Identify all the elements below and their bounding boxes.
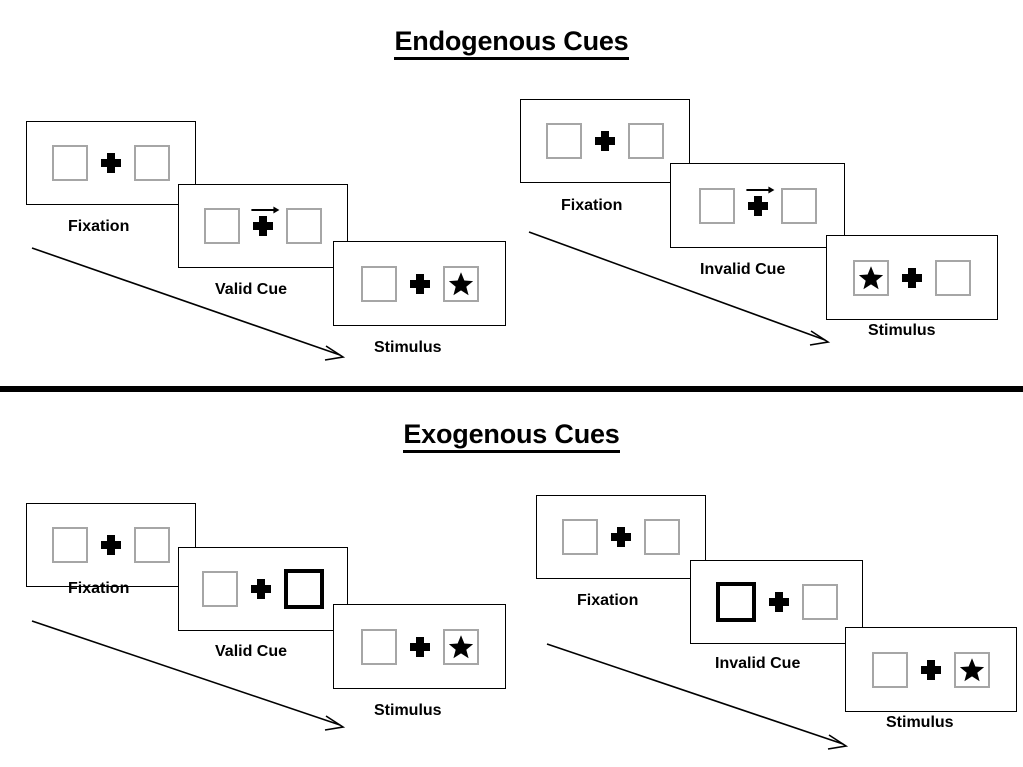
caption-endogenous-valid-fixation: Fixation [68, 218, 130, 235]
left-box [360, 265, 397, 302]
fixation-cross-wrap [908, 650, 954, 690]
exogenous-title-text: Exogenous Cues [403, 419, 620, 453]
exogenous-valid-cue-panel[interactable] [178, 547, 348, 631]
left-box [872, 651, 908, 688]
fixation-cross-icon [595, 131, 615, 151]
panel-content [204, 206, 322, 246]
fixation-cross-icon [902, 267, 922, 288]
panel-content [52, 525, 170, 565]
star-icon [858, 265, 884, 291]
exogenous-valid-flow-arrow [30, 617, 350, 737]
fixation-cross-wrap [240, 206, 286, 246]
right-box [954, 651, 990, 688]
panel-content [546, 121, 664, 161]
fixation-cross-icon [747, 195, 768, 216]
panel-content [698, 186, 817, 226]
endogenous-valid-fixation-panel[interactable] [26, 121, 196, 205]
exogenous-invalid-stimulus-panel[interactable] [845, 627, 1017, 712]
endogenous-valid-cue-panel[interactable] [178, 184, 348, 268]
fixation-cross-wrap [397, 627, 443, 667]
endogenous-invalid-stimulus-panel[interactable] [826, 235, 998, 320]
fixation-cross-icon [409, 636, 430, 657]
left-box [52, 145, 88, 181]
arrow-right-icon [745, 185, 775, 195]
panel-content [202, 569, 324, 609]
right-box [442, 265, 479, 302]
fixation-cross-wrap [598, 517, 644, 557]
fixation-cross-wrap [88, 525, 134, 565]
star-icon [448, 634, 474, 660]
fixation-cross-icon [409, 273, 430, 294]
left-box [202, 571, 238, 607]
exogenous-invalid-cue-panel[interactable] [690, 560, 863, 644]
caption-exogenous-valid-cue: Valid Cue [215, 643, 288, 660]
left-box [52, 527, 88, 563]
right-box [134, 145, 170, 181]
exogenous-valid-stimulus-panel[interactable] [333, 604, 506, 689]
star-icon [959, 657, 985, 683]
panel-content [872, 650, 990, 690]
fixation-cross-icon [101, 153, 121, 173]
left-box [546, 123, 582, 159]
caption-exogenous-invalid-fixation: Fixation [577, 592, 639, 609]
exogenous-invalid-flow-arrow [545, 640, 855, 755]
fixation-cross-icon [251, 579, 271, 599]
fixation-cross-icon [101, 535, 121, 555]
right-box [134, 527, 170, 563]
caption-exogenous-valid-fixation: Fixation [68, 580, 130, 597]
endogenous-invalid-fixation-panel[interactable] [520, 99, 690, 183]
left-box [360, 628, 397, 665]
panel-content [853, 258, 971, 298]
fixation-cross-icon [768, 592, 789, 612]
fixation-cross-wrap [397, 264, 443, 304]
caption-endogenous-invalid-fixation: Fixation [561, 197, 623, 214]
left-box-cued [715, 582, 756, 622]
caption-endogenous-valid-cue: Valid Cue [215, 281, 288, 298]
exogenous-section-title: Exogenous Cues [0, 419, 1023, 453]
right-box [935, 259, 971, 296]
panel-content [715, 582, 838, 622]
caption-exogenous-valid-stimulus: Stimulus [374, 702, 442, 719]
fixation-cross-wrap [238, 569, 284, 609]
panel-content [360, 264, 479, 304]
right-box [780, 187, 817, 224]
left-box [853, 259, 889, 296]
right-box [801, 584, 838, 620]
caption-endogenous-invalid-stimulus: Stimulus [868, 322, 936, 339]
caption-exogenous-invalid-cue: Invalid Cue [715, 655, 801, 672]
panel-content [360, 627, 479, 667]
fixation-cross-wrap [889, 258, 935, 298]
caption-exogenous-invalid-stimulus: Stimulus [886, 714, 954, 731]
fixation-cross-wrap [88, 143, 134, 183]
caption-endogenous-invalid-cue: Invalid Cue [700, 261, 786, 278]
panel-content [562, 517, 680, 557]
right-box [442, 628, 479, 665]
fixation-cross-wrap [756, 582, 802, 622]
fixation-cross-icon [921, 659, 941, 680]
endogenous-section-title: Endogenous Cues [0, 26, 1023, 60]
panel-content [52, 143, 170, 183]
left-box [698, 187, 735, 224]
fixation-cross-wrap [582, 121, 628, 161]
left-box [562, 519, 598, 555]
right-box [628, 123, 664, 159]
star-icon [448, 271, 474, 297]
endogenous-invalid-cue-panel[interactable] [670, 163, 845, 248]
endogenous-title-text: Endogenous Cues [394, 26, 629, 60]
arrow-right-icon [250, 205, 280, 215]
fixation-cross-icon [253, 216, 273, 236]
caption-endogenous-valid-stimulus: Stimulus [374, 339, 442, 356]
right-box [644, 519, 680, 555]
exogenous-valid-fixation-panel[interactable] [26, 503, 196, 587]
section-divider [0, 386, 1023, 392]
fixation-cross-wrap [735, 186, 781, 226]
right-box [286, 208, 322, 244]
right-box-cued [284, 569, 324, 609]
endogenous-valid-stimulus-panel[interactable] [333, 241, 506, 326]
fixation-cross-icon [611, 527, 631, 547]
left-box [204, 208, 240, 244]
exogenous-invalid-fixation-panel[interactable] [536, 495, 706, 579]
